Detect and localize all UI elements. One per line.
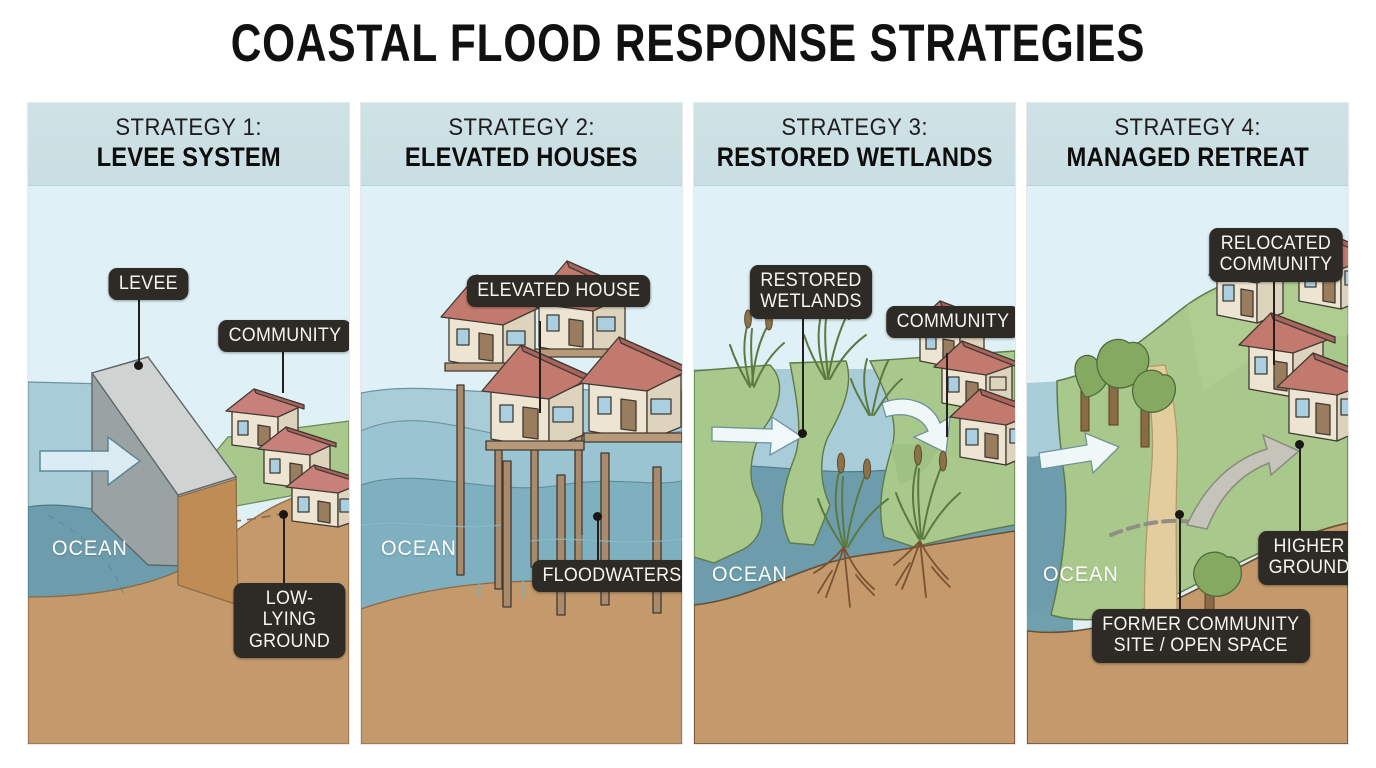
leader-line-levee <box>138 299 140 365</box>
panel-2-header: STRATEGY 2: ELEVATED HOUSES <box>361 103 682 186</box>
panel-strategy-3[interactable]: STRATEGY 3: RESTORED WETLANDS <box>694 103 1015 744</box>
callout-levee[interactable]: LEVEE <box>108 268 189 301</box>
leader-dot-levee <box>134 361 143 370</box>
panel-4-name: MANAGED RETREAT <box>1066 142 1309 173</box>
callout-low-lying-ground[interactable]: LOW-LYING GROUND <box>233 583 346 658</box>
panel-strategy-1[interactable]: STRATEGY 1: LEVEE SYSTEM <box>28 103 349 744</box>
leader-line-low-lying-ground <box>283 515 285 585</box>
leader-dot-low-lying-ground <box>279 510 288 519</box>
leader-line-higher-ground <box>1299 445 1301 537</box>
leader-line-restored-wetlands <box>802 317 804 433</box>
leader-dot-restored-wetlands <box>798 429 807 438</box>
leader-dot-floodwaters <box>593 512 602 521</box>
panel-4-index: STRATEGY 4: <box>1114 113 1261 141</box>
page-title: COASTAL FLOOD RESPONSE STRATEGIES <box>230 14 1146 73</box>
panel-grid: STRATEGY 1: LEVEE SYSTEM <box>28 103 1348 744</box>
callout-community-3[interactable]: COMMUNITY <box>886 306 1015 339</box>
panel-1-name: LEVEE SYSTEM <box>96 142 281 173</box>
panel-1-index: STRATEGY 1: <box>115 113 262 141</box>
panel-3-ocean-label: OCEAN <box>711 563 788 586</box>
panel-strategy-2[interactable]: STRATEGY 2: ELEVATED HOUSES <box>361 103 682 744</box>
callout-relocated-community[interactable]: RELOCATED COMMUNITY <box>1209 228 1343 282</box>
leader-line-community-3 <box>946 353 948 437</box>
callout-community[interactable]: COMMUNITY <box>218 320 349 353</box>
panel-2-index: STRATEGY 2: <box>448 113 595 141</box>
callout-higher-ground[interactable]: HIGHER GROUND <box>1258 531 1348 585</box>
panel-3-name: RESTORED WETLANDS <box>716 142 993 173</box>
panel-4-ocean-label: OCEAN <box>1042 563 1119 586</box>
leader-line-relocated-community <box>1273 279 1275 365</box>
panel-3-index: STRATEGY 3: <box>781 113 928 141</box>
leader-dot-higher-ground <box>1295 440 1304 449</box>
panel-1-ocean-label: OCEAN <box>51 537 128 560</box>
callout-floodwaters[interactable]: FLOODWATERS <box>532 560 682 593</box>
leader-line-elevated-house <box>539 321 541 413</box>
panel-strategy-4[interactable]: STRATEGY 4: MANAGED RETREAT <box>1027 103 1348 744</box>
panel-3-header: STRATEGY 3: RESTORED WETLANDS <box>694 103 1015 186</box>
panel-4-header: STRATEGY 4: MANAGED RETREAT <box>1027 103 1348 186</box>
leader-line-former-community-site <box>1179 515 1181 613</box>
callout-former-community-site[interactable]: FORMER COMMUNITY SITE / OPEN SPACE <box>1091 609 1310 663</box>
panel-1-scene <box>28 185 349 744</box>
panel-2-name: ELEVATED HOUSES <box>405 142 638 173</box>
leader-dot-former-community-site <box>1175 510 1184 519</box>
leader-line-community <box>282 321 284 393</box>
leader-line-floodwaters <box>597 517 599 563</box>
panel-1-header: STRATEGY 1: LEVEE SYSTEM <box>28 103 349 186</box>
panel-2-ocean-label: OCEAN <box>380 537 457 560</box>
callout-restored-wetlands[interactable]: RESTORED WETLANDS <box>749 265 873 319</box>
panel-2-scene <box>361 185 682 744</box>
callout-elevated-house[interactable]: ELEVATED HOUSE <box>466 275 651 308</box>
